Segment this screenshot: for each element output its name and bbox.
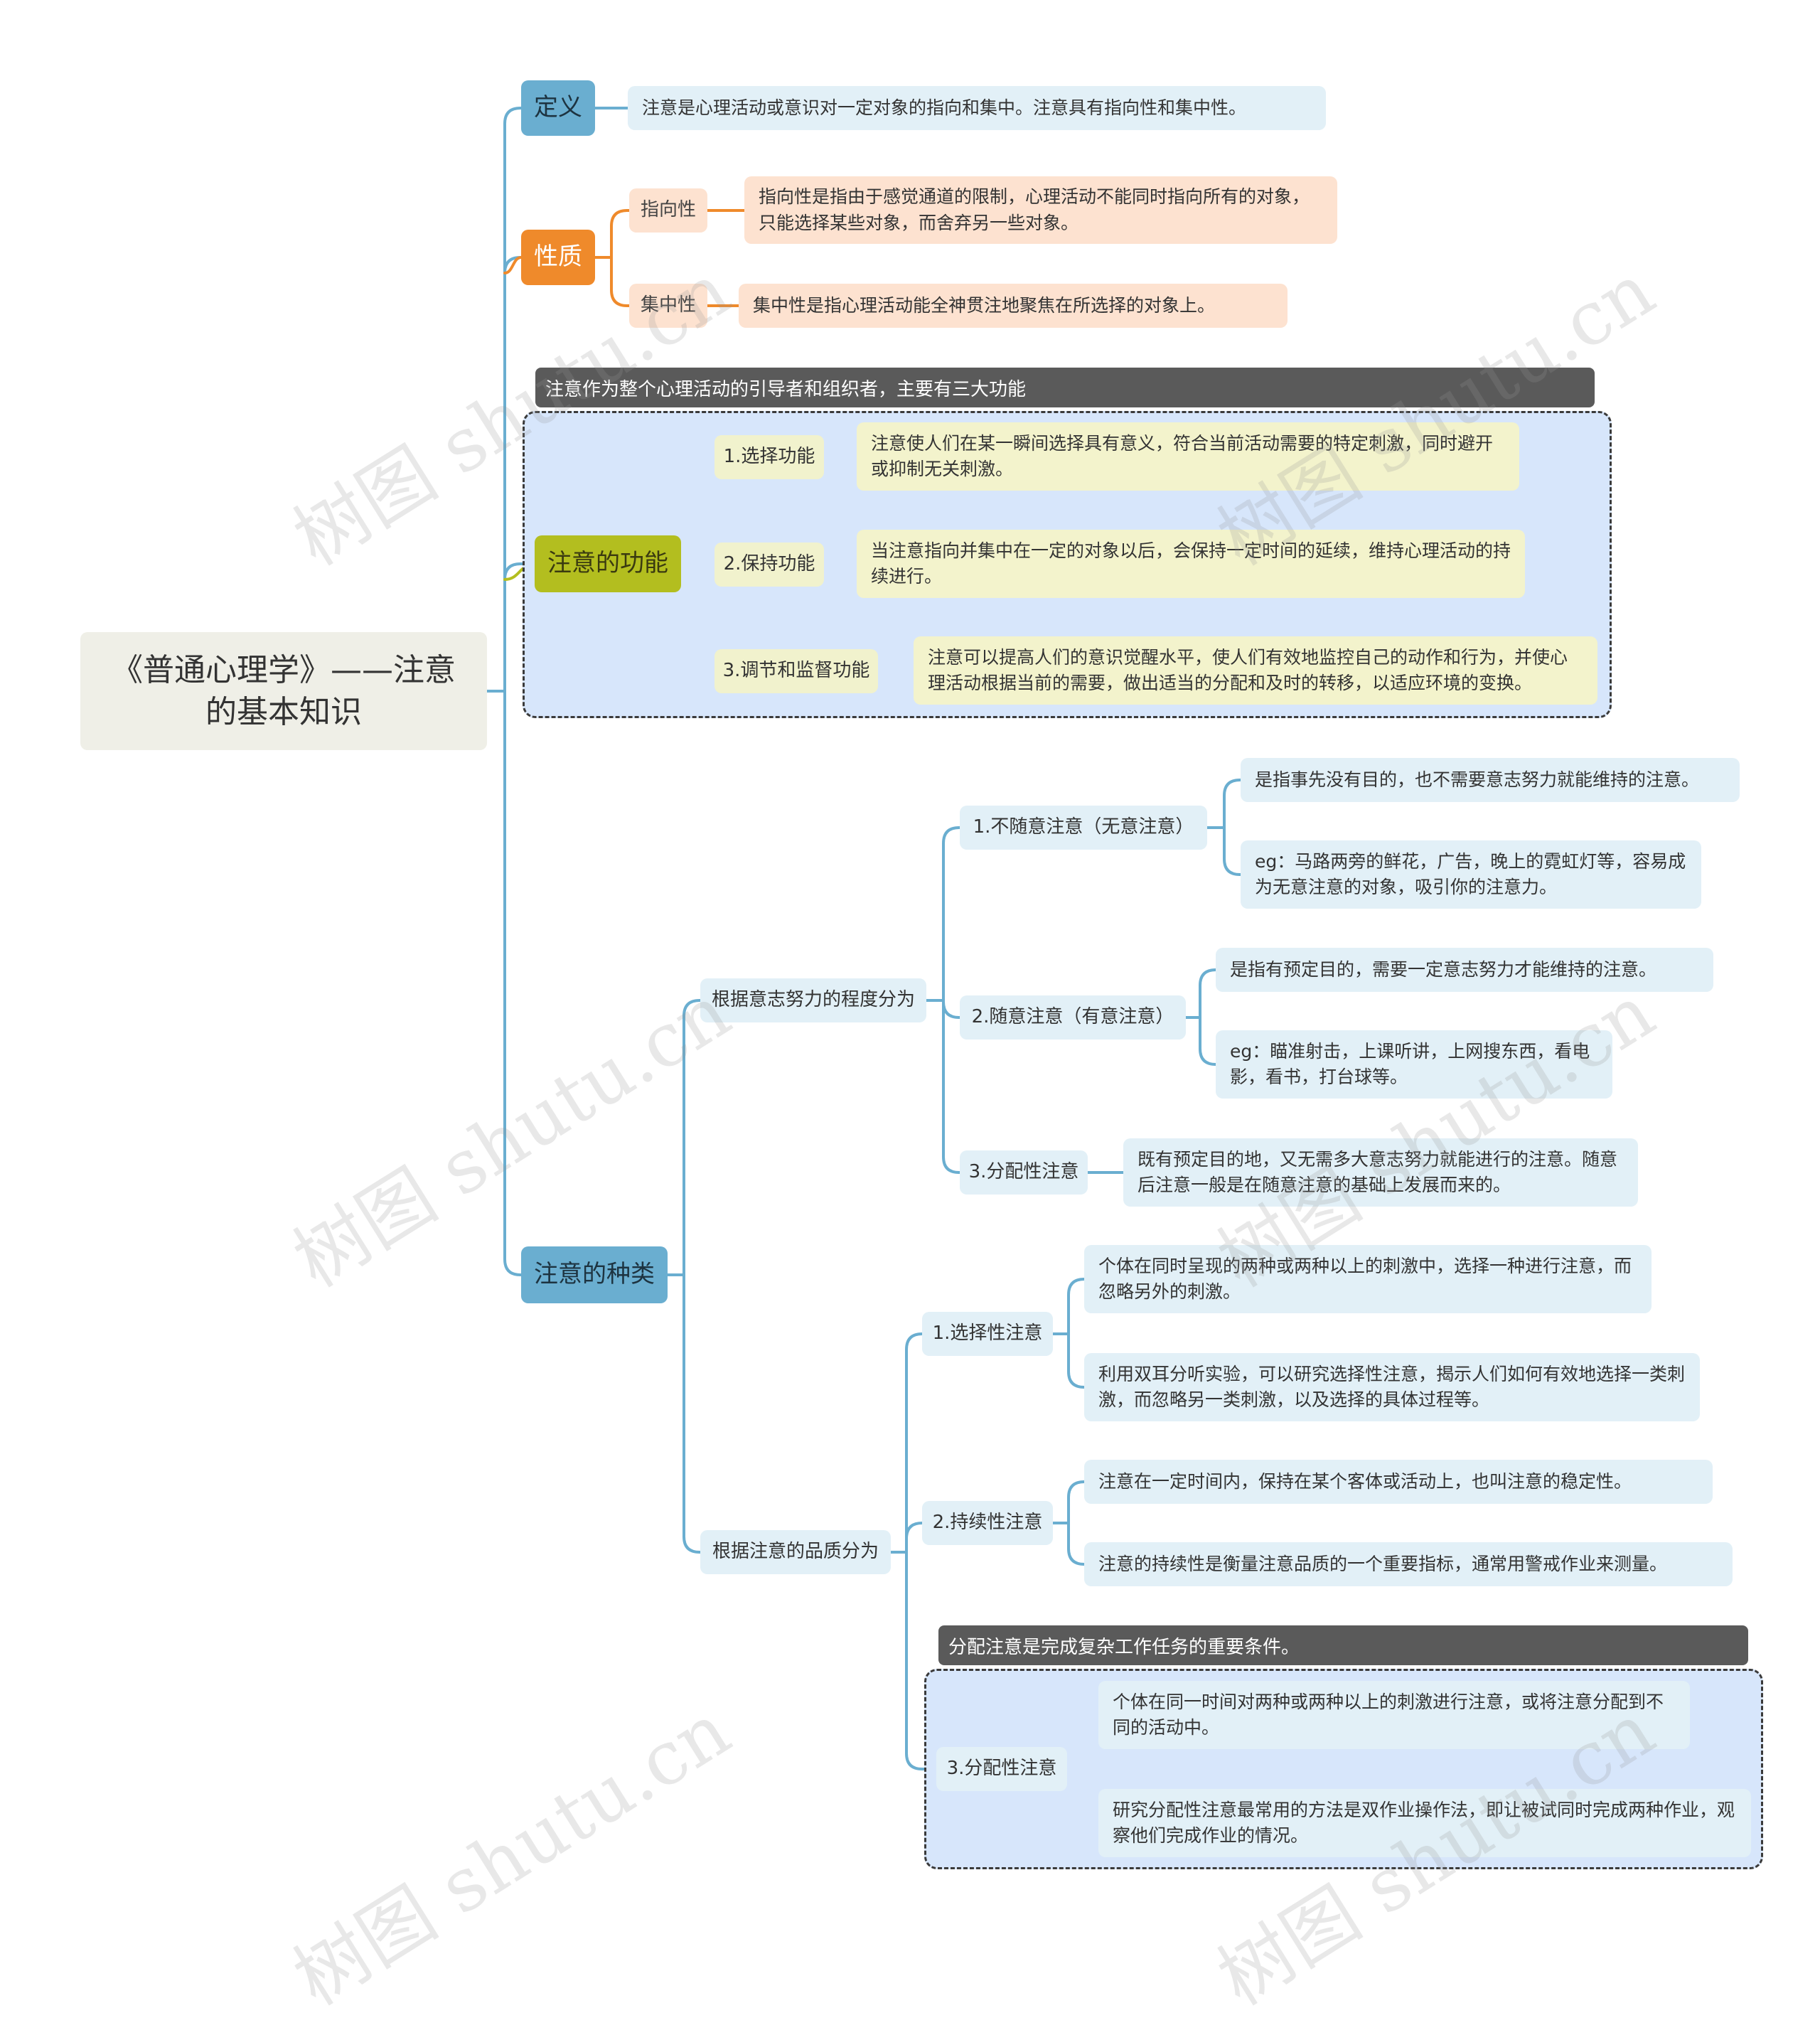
post-voluntary-text[interactable]: 既有预定目的地，又无需多大意志努力就能进行的注意。随意后注意一般是在随意注意的基… [1123,1138,1638,1207]
by-effort-node[interactable]: 根据意志努力的程度分为 [700,978,926,1022]
selective-text-1[interactable]: 个体在同时呈现的两种或两种以上的刺激中，选择一种进行注意，而忽略另外的刺激。 [1084,1245,1652,1313]
function-select-text[interactable]: 注意使人们在某一瞬间选择具有意义，符合当前活动需要的特定刺激，同时避开或抑制无关… [857,422,1519,491]
function-regulate-node[interactable]: 3.调节和监督功能 [714,649,878,693]
selective-node[interactable]: 1.选择性注意 [922,1312,1053,1356]
functions-node[interactable]: 注意的功能 [535,535,681,592]
concentration-node[interactable]: 集中性 [629,284,707,328]
by-quality-node[interactable]: 根据注意的品质分为 [700,1530,891,1574]
root-topic[interactable]: 《普通心理学》——注意的基本知识 [80,632,487,750]
voluntary-node[interactable]: 2.随意注意（有意注意） [960,995,1186,1040]
voluntary-text-1[interactable]: 是指有预定目的，需要一定意志努力才能维持的注意。 [1216,948,1713,992]
divided-text-1[interactable]: 个体在同一时间对两种或两种以上的刺激进行注意，或将注意分配到不同的活动中。 [1098,1681,1690,1749]
function-maintain-text[interactable]: 当注意指向并集中在一定的对象以后，会保持一定时间的延续，维持心理活动的持续进行。 [857,530,1525,598]
function-maintain-node[interactable]: 2.保持功能 [714,543,824,587]
involuntary-text-2[interactable]: eg：马路两旁的鲜花，广告，晚上的霓虹灯等，容易成为无意注意的对象，吸引你的注意… [1241,840,1701,909]
definition-text[interactable]: 注意是心理活动或意识对一定对象的指向和集中。注意具有指向性和集中性。 [628,86,1326,130]
concentration-text[interactable]: 集中性是指心理活动能全神贯注地聚焦在所选择的对象上。 [739,284,1288,328]
involuntary-text-1[interactable]: 是指事先没有目的，也不需要意志努力就能维持的注意。 [1241,758,1740,802]
sustained-node[interactable]: 2.持续性注意 [922,1501,1053,1545]
divided-node[interactable]: 3.分配性注意 [936,1747,1067,1791]
function-regulate-text[interactable]: 注意可以提高人们的意识觉醒水平，使人们有效地监控自己的动作和行为，并使心理活动根… [914,636,1597,705]
function-select-node[interactable]: 1.选择功能 [714,435,824,479]
divided-text-2[interactable]: 研究分配性注意最常用的方法是双作业操作法，即让被试同时完成两种作业，观察他们完成… [1098,1789,1751,1857]
directivity-text[interactable]: 指向性是指由于感觉通道的限制，心理活动不能同时指向所有的对象，只能选择某些对象，… [744,176,1337,244]
sustained-text-1[interactable]: 注意在一定时间内，保持在某个客体或活动上，也叫注意的稳定性。 [1084,1460,1713,1504]
directivity-node[interactable]: 指向性 [629,188,707,233]
post-voluntary-node[interactable]: 3.分配性注意 [960,1150,1088,1195]
involuntary-node[interactable]: 1.不随意注意（无意注意） [960,806,1207,850]
functions-summary: 注意作为整个心理活动的引导者和组织者，主要有三大功能 [535,368,1595,407]
definition-node[interactable]: 定义 [521,80,595,136]
nature-node[interactable]: 性质 [521,230,595,285]
divided-summary: 分配注意是完成复杂工作任务的重要条件。 [938,1625,1748,1665]
sustained-text-2[interactable]: 注意的持续性是衡量注意品质的一个重要指标，通常用警戒作业来测量。 [1084,1542,1733,1586]
types-node[interactable]: 注意的种类 [521,1246,668,1303]
selective-text-2[interactable]: 利用双耳分听实验，可以研究选择性注意，揭示人们如何有效地选择一类刺激，而忽略另一… [1084,1353,1700,1421]
voluntary-text-2[interactable]: eg：瞄准射击，上课听讲，上网搜东西，看电影，看书，打台球等。 [1216,1030,1612,1099]
